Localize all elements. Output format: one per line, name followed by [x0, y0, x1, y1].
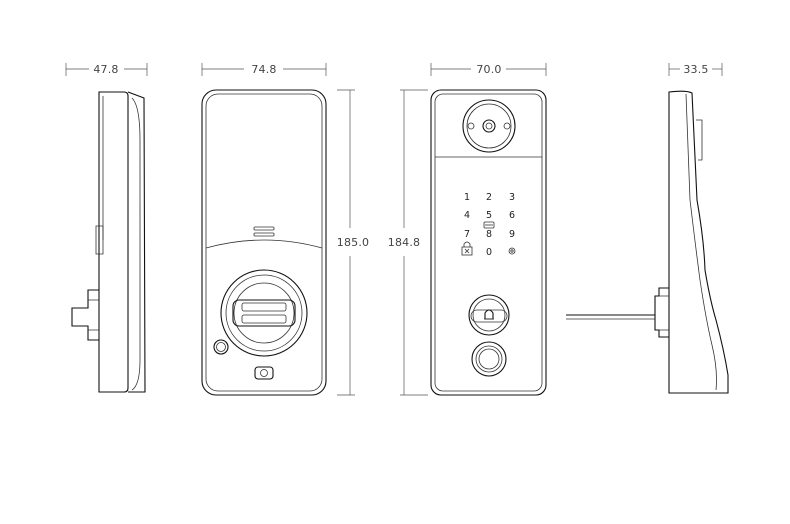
key-5[interactable]: 5 — [486, 210, 492, 221]
dimension-label-back-width: 74.8 — [251, 63, 276, 76]
back-view: 74.8 185.0 — [201, 63, 370, 396]
key-7[interactable]: 7 — [464, 229, 470, 240]
key-6[interactable]: 6 — [509, 210, 515, 221]
lock-icon[interactable] — [461, 241, 473, 256]
key-8[interactable]: 8 — [486, 229, 492, 240]
key-9[interactable]: 9 — [509, 229, 515, 240]
dimension-label-front-width: 70.0 — [476, 63, 501, 76]
left-side-view: 47.8 — [65, 63, 148, 393]
key-3[interactable]: 3 — [509, 192, 515, 203]
thumb-turn[interactable] — [220, 269, 308, 357]
dimension-back-width: 74.8 — [201, 63, 327, 76]
dimension-label-right-depth: 33.5 — [683, 63, 708, 76]
usb-port — [254, 366, 274, 380]
right-side-view: 33.5 — [566, 63, 729, 394]
camera-icon — [462, 99, 516, 153]
key-0[interactable]: 0 — [486, 247, 492, 258]
dimension-front-width: 70.0 — [430, 63, 547, 76]
dimension-label-back-height: 185.0 — [337, 236, 370, 249]
key-1[interactable]: 1 — [464, 192, 470, 203]
front-view: 70.0 184.8 1 2 3 4 5 6 — [388, 63, 547, 396]
dimension-label-front-height: 184.8 — [388, 236, 421, 249]
dimension-back-height: 185.0 — [337, 89, 370, 396]
dimension-label-left-depth: 47.8 — [93, 63, 118, 76]
dimension-left-depth: 47.8 — [65, 63, 148, 76]
bell-icon[interactable] — [468, 294, 510, 336]
reset-icon[interactable] — [213, 339, 229, 355]
keypad[interactable]: 1 2 3 4 5 6 7 8 9 0 — [461, 192, 516, 258]
key-2[interactable]: 2 — [486, 192, 492, 203]
hash-icon[interactable] — [508, 247, 516, 255]
key-4[interactable]: 4 — [464, 210, 470, 221]
dimension-front-height: 184.8 — [388, 89, 428, 396]
fingerprint-icon[interactable] — [471, 341, 507, 377]
card-icon — [483, 221, 495, 229]
dimension-right-depth: 33.5 — [668, 63, 723, 76]
